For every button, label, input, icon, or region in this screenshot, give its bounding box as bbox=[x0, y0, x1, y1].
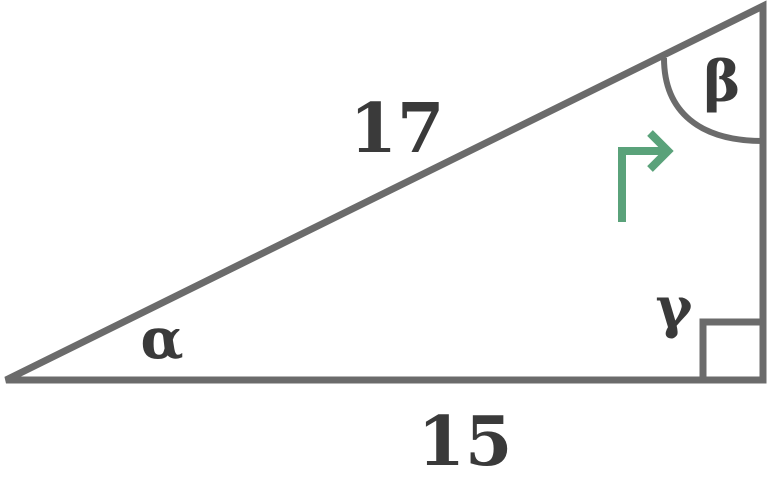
angle-beta-arc bbox=[661, 57, 764, 144]
triangle-outline bbox=[4, 0, 767, 384]
hypotenuse-label: 17 bbox=[350, 89, 445, 169]
angle-alpha-label: α bbox=[140, 306, 183, 372]
angle-beta-label: β bbox=[703, 49, 740, 115]
angle-gamma-label: γ bbox=[656, 275, 694, 341]
base-label: 15 bbox=[418, 402, 513, 482]
bent-arrow-icon bbox=[618, 130, 674, 222]
right-angle-marker-icon bbox=[699, 318, 763, 380]
